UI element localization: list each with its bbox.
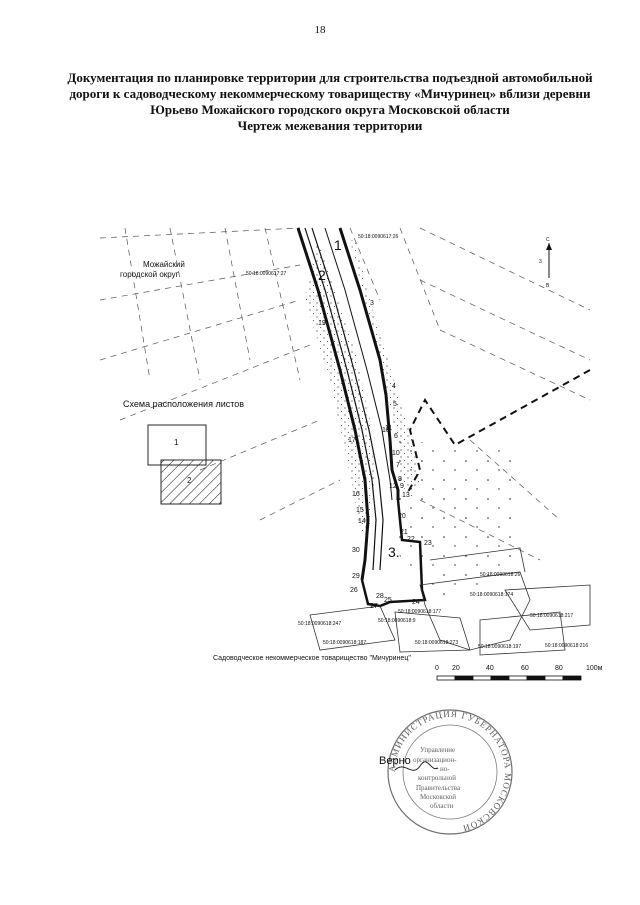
- sheet-2-box: [160, 459, 222, 505]
- point-label: 19: [318, 320, 326, 327]
- cadastral-number: 50:18:0090618:216: [545, 643, 588, 649]
- compass-east-label: В: [546, 283, 550, 289]
- signature-scribble: [394, 761, 439, 771]
- point-label: 27: [370, 603, 378, 610]
- point-label: 8: [398, 476, 402, 483]
- compass-west-label: 3: [539, 259, 542, 265]
- title-line-3: Юрьево Можайского городского округа Моск…: [150, 102, 510, 117]
- dotted-zone-left: [305, 240, 375, 540]
- stamp-line: контрольной: [418, 774, 456, 782]
- point-label: 16: [352, 491, 360, 498]
- point-label: 30: [352, 547, 360, 554]
- point-label: 15: [356, 507, 364, 514]
- point-label: 13: [402, 492, 410, 499]
- sheet-1-label: 1: [174, 438, 179, 447]
- cadastral-number: 50:18:0090618:9: [378, 618, 416, 624]
- road-lines: [296, 227, 400, 581]
- stamp-line: но-: [440, 765, 450, 773]
- point-label: 11: [385, 425, 392, 432]
- parcel-label-2: 2: [318, 267, 326, 283]
- scale-tick-label: 80: [555, 665, 563, 672]
- point-label: 6: [394, 433, 398, 440]
- stamp-line: Управление: [420, 746, 455, 754]
- page-number: 18: [314, 24, 326, 36]
- cadastral-blocks: [309, 547, 591, 656]
- title-line-2: дороги к садоводческому некоммерческому …: [69, 86, 591, 101]
- cadastral-number: 50:18:0090618:177: [398, 609, 441, 615]
- cadastral-number: 50:18:0090617:26: [358, 234, 399, 240]
- document-title: Документация по планировке территории дл…: [60, 70, 600, 134]
- cadastral-number: 50:18:0090618:217: [530, 613, 573, 619]
- cadastral-number: 50:18:0090618:174: [470, 592, 513, 598]
- stamp-line: Правительства: [416, 784, 461, 792]
- snt-label: Садоводческое некоммерческое товариществ…: [213, 655, 411, 662]
- district-label-2: городской округ: [120, 270, 179, 279]
- point-label: 26: [350, 587, 358, 594]
- point-label: 14: [358, 518, 366, 525]
- scale-bar: 0 20 40 60 80 100м: [435, 665, 603, 681]
- scale-tick-label: 60: [521, 665, 529, 672]
- point-label: 20: [398, 513, 406, 520]
- sheet-scheme-title: Схема расположения листов: [123, 399, 244, 409]
- point-label: 4: [392, 383, 396, 390]
- point-label: 10: [392, 450, 400, 457]
- parcel-label-1: 1: [334, 237, 342, 253]
- district-label-1: Можайский: [143, 260, 185, 269]
- point-label: 17: [348, 437, 356, 444]
- point-label: 5: [393, 401, 397, 408]
- scale-tick-label: 40: [486, 665, 494, 672]
- sheet-2-label: 2: [187, 476, 192, 485]
- point-label: 29: [352, 573, 360, 580]
- stamp-line: Московской: [420, 793, 456, 801]
- point-label: 12: [389, 483, 397, 490]
- point-label: 7: [396, 462, 400, 469]
- stamp-line: организацион-: [413, 756, 457, 764]
- scale-tick-label: 20: [452, 665, 460, 672]
- cadastral-number: 50:18:0090618:247: [298, 621, 341, 627]
- cadastral-number: 50:18:0090618:273: [415, 640, 458, 646]
- cadastral-number: 50:18:0090618:26: [480, 572, 521, 578]
- point-label: 22: [407, 536, 415, 543]
- stamp-line: области: [430, 802, 454, 810]
- parcel-label-3: 3.: [388, 544, 400, 560]
- title-line-4: Чертеж межевания территории: [237, 118, 423, 133]
- point-label: 18: [382, 427, 390, 434]
- scale-tick-label: 0: [435, 665, 439, 672]
- verno-signature: Верно: [379, 755, 411, 767]
- sparse-dotted-field: [395, 440, 520, 600]
- official-stamp: АДМИНИСТРАЦИЯ ГУБЕРНАТОРА МОСКОВСКОЙ Упр…: [387, 709, 513, 835]
- parcel-3-boundary: [360, 499, 427, 608]
- point-label: 23: [424, 540, 432, 547]
- boundary-point-numbers: 3 4 5 6 7 8 9 10 11 12 13 14 15 16 17 18…: [318, 300, 432, 610]
- point-label: 3: [370, 300, 374, 307]
- scale-tick-label: 100м: [586, 665, 603, 672]
- cadastral-number: 50:18:0090617:27: [246, 271, 287, 277]
- dotted-zone-right: [350, 240, 420, 500]
- point-label: 9: [400, 483, 404, 490]
- north-arrow-icon: С 3 В: [539, 237, 552, 289]
- point-label: 21: [400, 529, 408, 536]
- compass-north-label: С: [546, 237, 550, 243]
- point-label: 28: [376, 593, 384, 600]
- cadastral-number: 50:18:0090618:187: [323, 640, 366, 646]
- title-line-1: Документация по планировке территории дл…: [67, 70, 593, 85]
- cadastral-number: 50:18:0090618:197: [478, 644, 521, 650]
- point-label: 24: [412, 599, 420, 606]
- point-label: 25: [384, 597, 392, 604]
